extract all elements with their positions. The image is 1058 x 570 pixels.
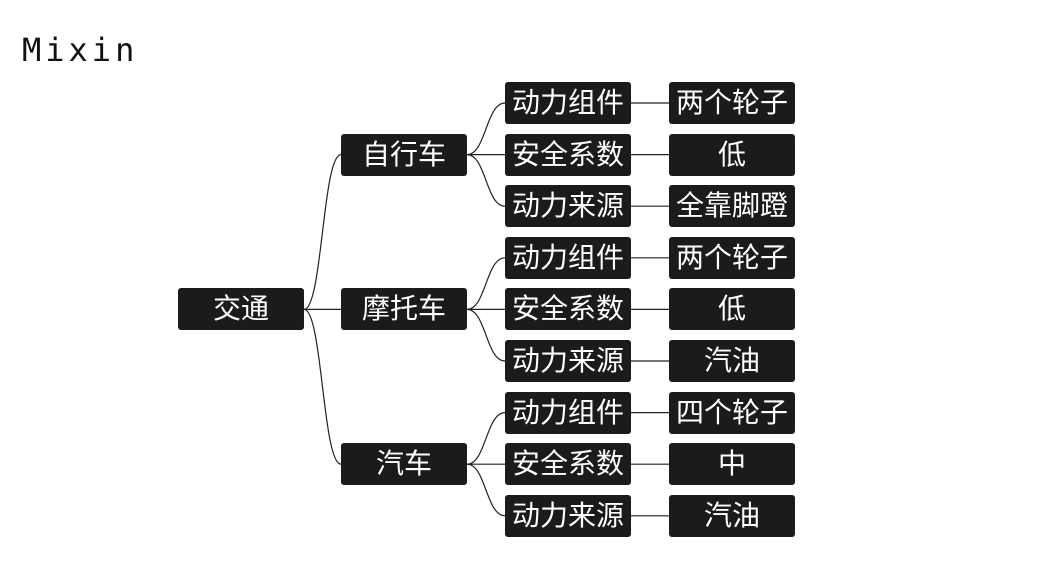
property-node: 动力来源: [505, 185, 631, 228]
category-node: 汽车: [341, 443, 467, 486]
diagram-title: Mixin: [22, 31, 139, 69]
value-node: 全靠脚蹬: [669, 185, 795, 228]
property-node: 动力组件: [505, 82, 631, 124]
category-property-link: [466, 412, 506, 465]
category-property-link: [466, 257, 506, 310]
value-node: 汽油: [669, 340, 795, 382]
category-property-link: [466, 463, 506, 517]
value-node: 低: [669, 288, 795, 331]
category-property-link: [466, 102, 506, 156]
root-category-link: [303, 154, 342, 310]
property-node: 安全系数: [505, 288, 631, 331]
value-node: 四个轮子: [669, 391, 795, 434]
category-property-link: [466, 308, 506, 362]
property-node: 安全系数: [505, 133, 631, 176]
value-node: 中: [669, 443, 795, 486]
property-node: 动力组件: [505, 236, 631, 279]
property-node: 动力来源: [505, 340, 631, 382]
property-node: 动力组件: [505, 391, 631, 434]
root-node: 交通: [178, 288, 304, 331]
value-node: 两个轮子: [669, 82, 795, 124]
category-property-link: [466, 154, 506, 207]
value-node: 低: [669, 133, 795, 176]
property-node: 安全系数: [505, 443, 631, 486]
root-category-link: [303, 308, 342, 465]
category-node: 摩托车: [341, 288, 467, 331]
value-node: 两个轮子: [669, 236, 795, 279]
value-node: 汽油: [669, 494, 795, 537]
property-node: 动力来源: [505, 494, 631, 537]
category-node: 自行车: [341, 133, 467, 176]
